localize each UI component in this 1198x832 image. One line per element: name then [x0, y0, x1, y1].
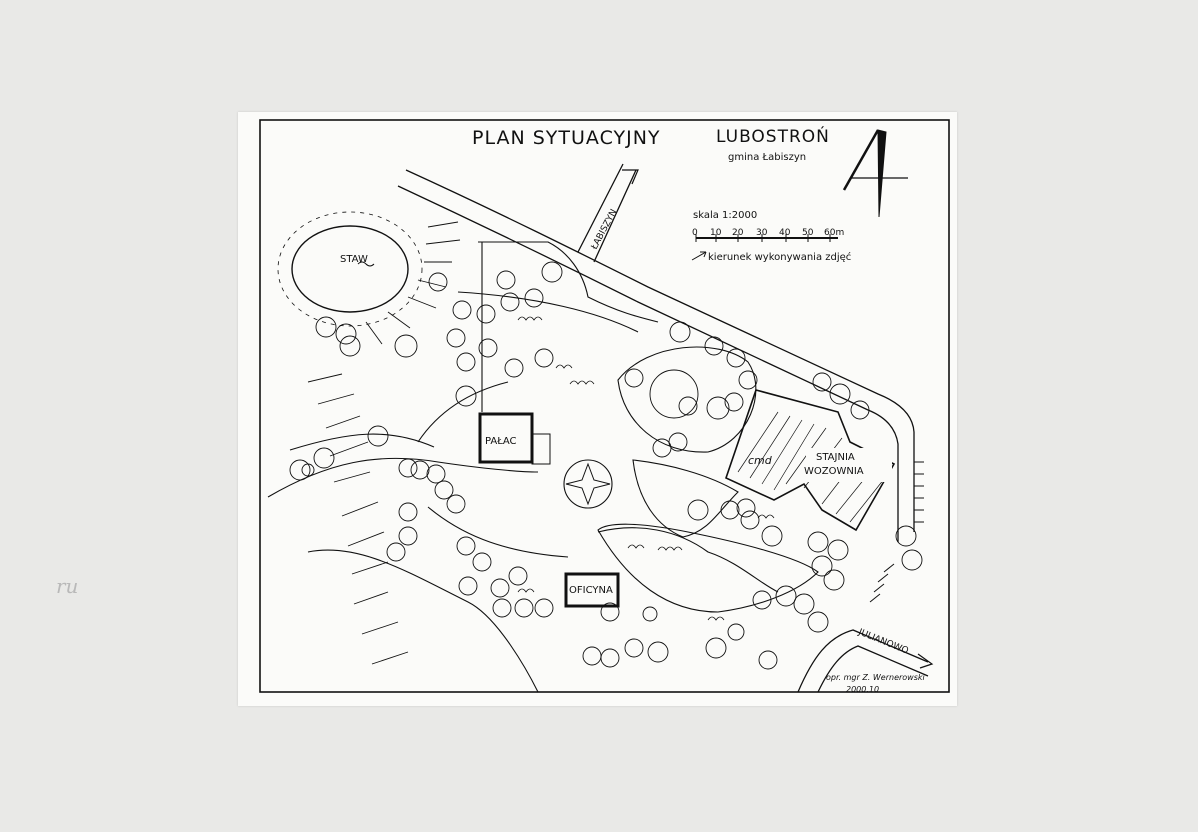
western-embankment	[307, 221, 461, 665]
scale-tick-60: 60m	[824, 228, 844, 238]
stables-label: STAJNIA	[816, 452, 855, 463]
coach-house-label: WOZOWNIA	[804, 466, 864, 477]
main-road	[397, 169, 915, 542]
scale-tick-30: 30	[756, 228, 768, 238]
scale-tick-40: 40	[779, 228, 791, 238]
scale-tick-0: 0	[692, 228, 698, 238]
road-to-labiszyn	[577, 163, 637, 263]
photo-direction-legend: kierunek wykonywania zdjęć	[708, 251, 851, 263]
palace-stairs	[531, 433, 551, 465]
east-fence	[869, 461, 924, 603]
road-arrow-icon	[622, 169, 639, 185]
road-to-julianowo	[797, 629, 929, 693]
annex-building	[564, 572, 620, 608]
shrub-symbols	[517, 316, 775, 621]
park-paths	[267, 241, 779, 693]
handwritten-annotation: cmd	[748, 454, 773, 467]
map-sheet: PLAN SYTUACYJNY LUBOSTROŃ gmina Łabiszyn…	[238, 112, 957, 706]
pond	[277, 211, 423, 327]
scale-tick-10: 10	[710, 228, 722, 238]
road-arrow-icon-2	[917, 653, 934, 669]
palace-label: PAŁAC	[485, 436, 517, 447]
municipality-name: gmina Łabiszyn	[728, 152, 806, 163]
pond-label: STAW	[340, 254, 368, 265]
tree-symbols	[289, 261, 923, 670]
site-plan-drawing: PLAN SYTUACYJNY LUBOSTROŃ gmina Łabiszyn…	[259, 119, 950, 694]
scale-bar	[695, 234, 838, 242]
star-bed-icon	[565, 462, 611, 506]
north-arrow-icon	[842, 129, 908, 218]
scale-tick-50: 50	[802, 228, 814, 238]
meadow-outlines	[597, 346, 819, 613]
central-flower-bed	[563, 459, 613, 509]
annex-label: OFICYNA	[569, 585, 613, 596]
photo-direction-icon	[691, 251, 707, 261]
road-label-labiszyn: ŁABISZYN	[589, 208, 619, 253]
locality-name: LUBOSTROŃ	[716, 125, 830, 147]
map-title: PLAN SYTUACYJNY	[472, 127, 661, 149]
author-date: 2000.10	[846, 685, 879, 694]
margin-pencil-mark: ru	[56, 574, 79, 598]
stables-label-bg	[806, 448, 892, 482]
road-label-julianowo: JULIANOWO	[856, 627, 910, 656]
map-frame	[259, 119, 950, 693]
author-credit: opr. mgr Z. Wernerowski	[826, 673, 926, 682]
scale-tick-20: 20	[732, 228, 744, 238]
scale-label: skala 1:2000	[693, 210, 757, 221]
